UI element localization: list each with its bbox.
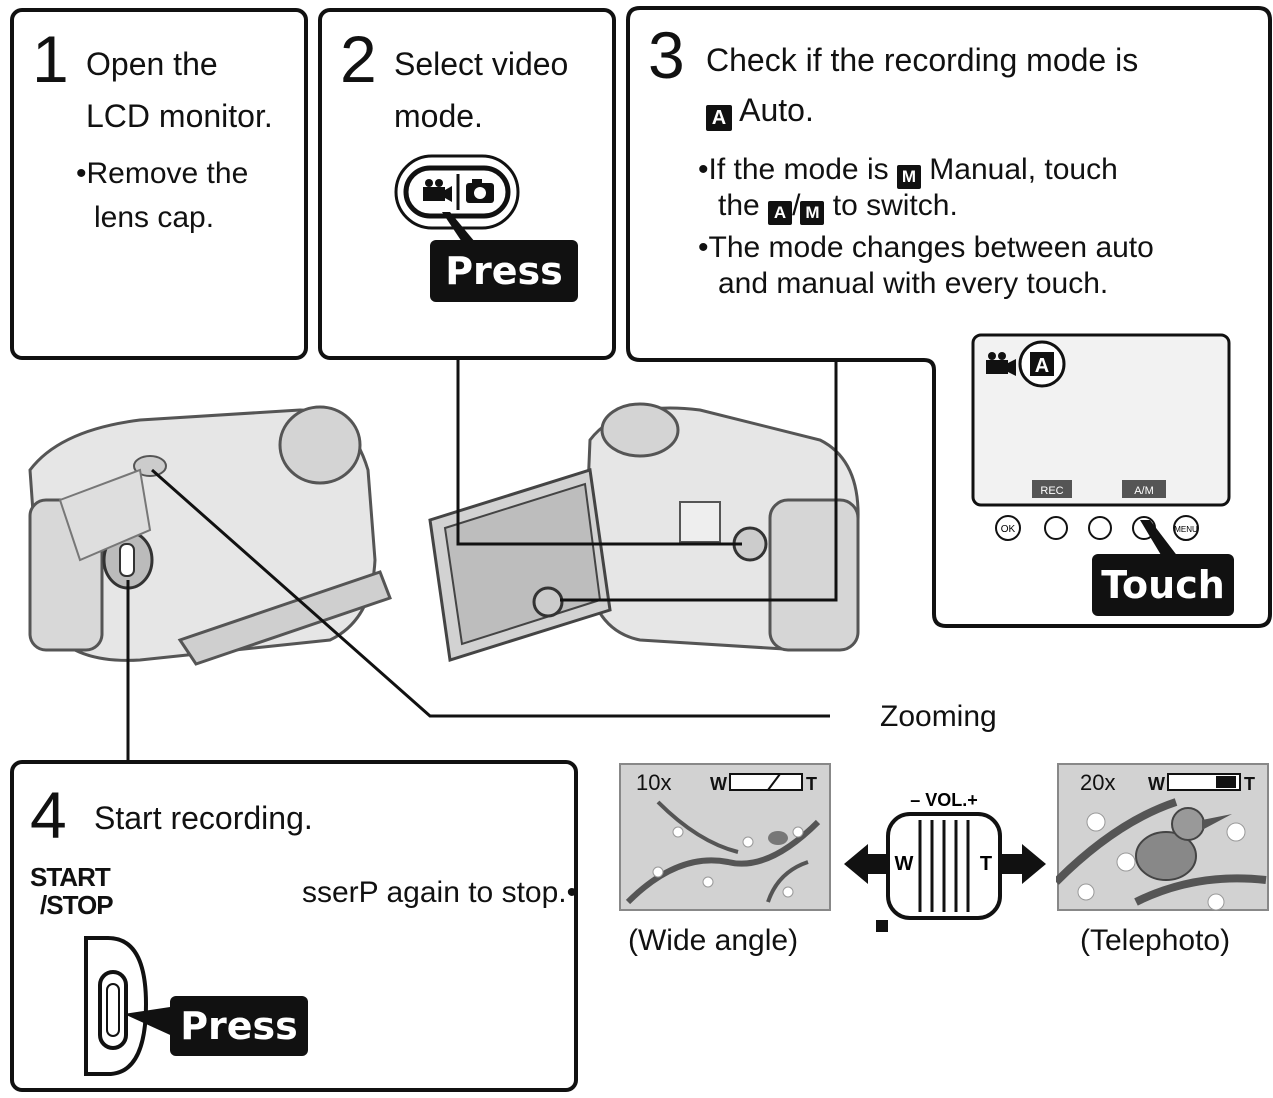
arrow-right-icon [1002, 844, 1046, 884]
step3-bullet1-line2: the A/M to switch. [718, 188, 958, 225]
step2-title-line1: Select video [394, 46, 569, 82]
camcorder-side-view [28, 405, 392, 666]
menu-button-label: MENU [1174, 525, 1198, 534]
mode-switch-button-illustration [394, 154, 520, 230]
start-stop-label-line1: START [30, 862, 111, 892]
step1-number: 1 [32, 22, 69, 96]
step3-bullet1-line1: •If the mode is M Manual, touch [698, 152, 1118, 189]
step4-panel: 4 Start recording. START /STOP Press [10, 760, 578, 1092]
step4-number: 4 [30, 778, 67, 852]
zoom-connector-line [151, 468, 830, 718]
still-camera-icon [466, 179, 494, 203]
zoom-lever-illustration: – VOL.+ W T [844, 790, 1046, 932]
step2-panel: 2 Select video mode. Press [318, 8, 616, 360]
manual-toggle-icon: M [800, 201, 825, 225]
lever-w: W [895, 853, 914, 875]
zooming-label: Zooming [880, 700, 997, 733]
step2-title-line2: mode. [394, 98, 483, 134]
screen-am-label: A/M [1134, 485, 1154, 497]
vol-label: – VOL.+ [910, 790, 978, 810]
wide-angle-thumbnail: 10x W T [619, 763, 831, 911]
step3-connector-line [560, 360, 838, 602]
camcorder-lcd-open-view [428, 402, 860, 662]
step1-bullet-line2: lens cap. [94, 201, 215, 234]
step2-connector-line [456, 360, 742, 546]
tele-zoom-level: 20x [1080, 770, 1115, 795]
step2-number: 2 [340, 22, 377, 96]
step3-touch-badge: Touch [1092, 554, 1234, 616]
telephoto-thumbnail: 20x W T [1056, 763, 1269, 911]
step4-title: Start recording. [94, 800, 313, 836]
zoom-grid-icon [876, 920, 888, 932]
step4-press-badge: Press [170, 996, 308, 1056]
step1-title-line2: LCD monitor. [86, 98, 273, 134]
step1-panel: 1 Open the LCD monitor. •Remove the lens… [10, 8, 308, 360]
step4-note: sserP again to stop.• [302, 876, 578, 909]
step3-bullet2-line1: •The mode changes between auto [698, 231, 1154, 264]
arrow-left-icon [844, 844, 888, 884]
ok-button-label: OK [1001, 524, 1016, 535]
video-camera-icon [423, 179, 452, 202]
start-stop-button-illustration [84, 936, 149, 1076]
screen-auto-icon: A [1035, 355, 1049, 377]
step3-title-line2: A Auto. [706, 84, 814, 136]
lever-t: T [980, 853, 992, 875]
wide-scale-t: T [806, 774, 817, 794]
tele-scale-w: W [1148, 774, 1165, 794]
press-pointer [442, 212, 480, 248]
step1-title-line1: Open the [86, 46, 218, 82]
step2-press-badge: Press [430, 240, 578, 302]
video-mode-icon [986, 352, 1016, 376]
auto-mode-icon: A [706, 105, 732, 131]
screen-rec-label: REC [1040, 485, 1063, 497]
auto-toggle-icon: A [768, 201, 793, 225]
step3-number: 3 [648, 18, 685, 92]
telephoto-caption: (Telephoto) [1080, 924, 1231, 957]
lcd-screen-illustration: A REC A/M OK MENU [971, 333, 1231, 541]
step3-bullet2-line2: and manual with every touch. [718, 267, 1109, 300]
wide-scale-w: W [710, 774, 727, 794]
wide-angle-caption: (Wide angle) [628, 924, 799, 957]
step3-title-line1: Check if the recording mode is [706, 42, 1139, 78]
tele-scale-t: T [1244, 774, 1255, 794]
manual-mode-icon: M [896, 165, 921, 189]
step1-bullet-line1: •Remove the [76, 157, 249, 190]
wide-zoom-level: 10x [636, 770, 671, 795]
start-stop-label-line2: /STOP [40, 890, 114, 920]
